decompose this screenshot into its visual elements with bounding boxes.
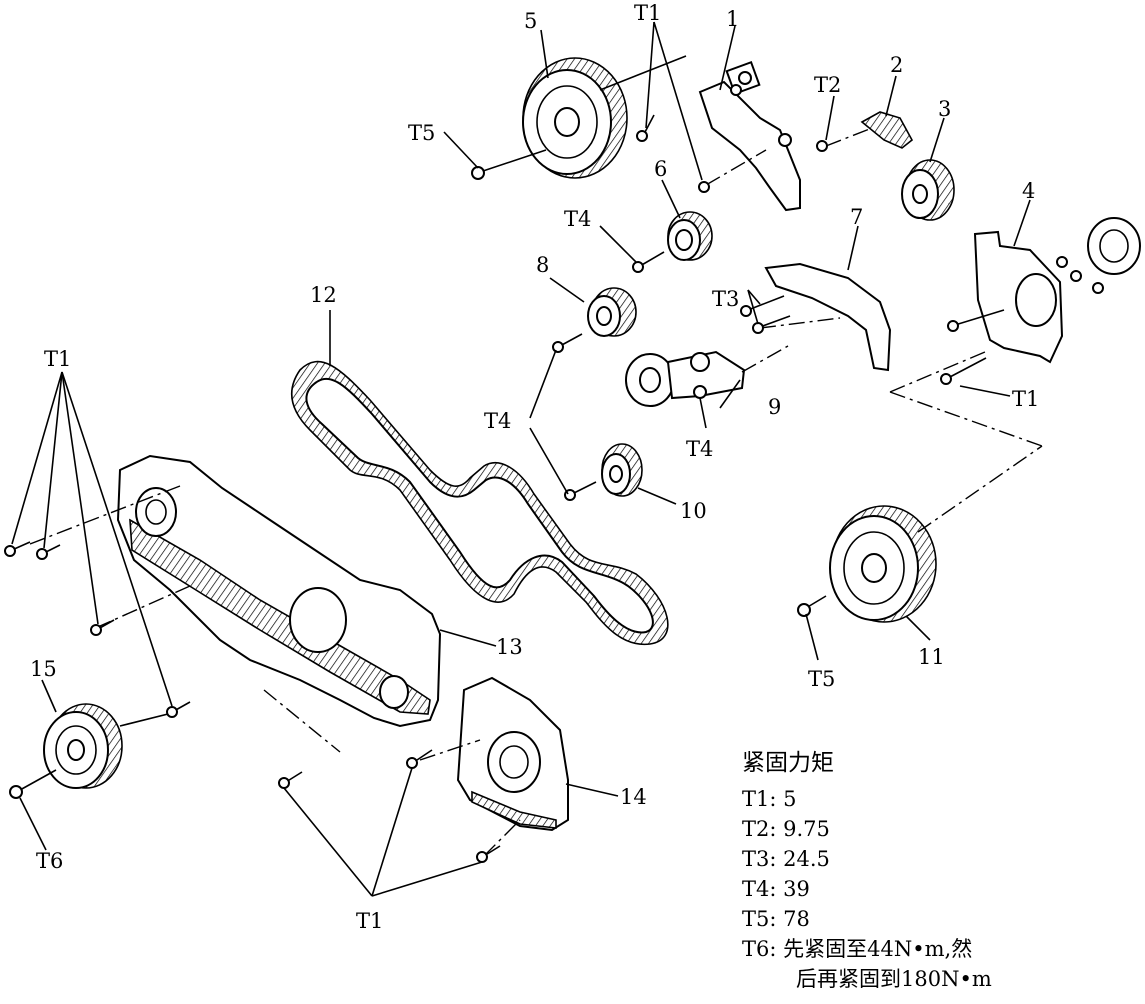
label-part-8: 8 (536, 253, 549, 277)
legend-code: T1: (742, 787, 777, 811)
legend-code: T2: (742, 817, 777, 841)
idler-6 (632, 211, 713, 273)
label-t1-left: T1 (44, 347, 71, 371)
label-t5-top: T5 (408, 121, 435, 145)
legend-value: 先紧固至44N•m,然 (783, 937, 973, 961)
label-part-3: 3 (938, 97, 951, 121)
label-t1-right: T1 (1012, 387, 1039, 411)
label-part-12: 12 (310, 283, 337, 307)
legend-row-t6: T6: 先紧固至44N•m,然 (742, 934, 1142, 964)
lower-cover-14 (406, 676, 569, 863)
gear-10 (564, 443, 643, 501)
label-t6: T6 (36, 849, 63, 873)
leader-lines (11, 21, 1031, 897)
crank-sprocket-11 (797, 351, 1043, 623)
bolt-t1-bracket-b (698, 149, 767, 193)
legend-row-t1: T1: 5 (742, 784, 1142, 814)
label-part-9: 9 (768, 395, 781, 419)
label-t4-upper: T4 (564, 207, 591, 231)
legend-value: 9.75 (783, 817, 830, 841)
legend-code: T5: (742, 907, 777, 931)
legend-value: 39 (783, 877, 810, 901)
timing-belt-12 (291, 360, 669, 646)
legend-row-t4: T4: 39 (742, 874, 1142, 904)
bracket-7 (740, 262, 892, 372)
bolt-t1-bracket-a (636, 114, 655, 142)
housing-4 (940, 217, 1141, 385)
torque-legend: 紧固力矩 T1: 5 T2: 9.75 T3: 24.5 T4: 39 T5: … (742, 748, 1142, 994)
legend-code: T6: (742, 937, 777, 961)
label-t4-right: T4 (686, 437, 713, 461)
legend-value: 5 (783, 787, 797, 811)
label-t1-top: T1 (634, 1, 661, 25)
label-part-5: 5 (524, 9, 537, 33)
cam-sprocket-5 (522, 55, 687, 179)
bolts-t1-left (4, 541, 303, 789)
idler-8 (552, 287, 637, 353)
label-part-2: 2 (890, 53, 903, 77)
legend-row-t5: T5: 78 (742, 904, 1142, 934)
label-part-11: 11 (918, 645, 945, 669)
label-part-14: 14 (620, 785, 647, 809)
label-t5-bottom: T5 (808, 667, 835, 691)
label-part-10: 10 (680, 499, 707, 523)
tensioner-9 (625, 345, 789, 407)
label-t3: T3 (712, 287, 739, 311)
legend-row-t2: T2: 9.75 (742, 814, 1142, 844)
label-part-7: 7 (850, 205, 863, 229)
legend-value: 78 (783, 907, 810, 931)
legend-title: 紧固力矩 (742, 750, 834, 776)
label-t2: T2 (814, 73, 841, 97)
label-part-4: 4 (1022, 179, 1035, 203)
label-part-15: 15 (30, 657, 57, 681)
legend-code: T4: (742, 877, 777, 901)
cover-2 (816, 111, 914, 152)
label-part-13: 13 (496, 635, 523, 659)
legend-row-t6-continuation: 后再紧固到180N•m (796, 967, 992, 991)
label-part-6: 6 (654, 157, 667, 181)
timing-cover-13 (29, 454, 442, 753)
legend-value: 24.5 (783, 847, 830, 871)
legend-row-t3: T3: 24.5 (742, 844, 1142, 874)
crank-pulley-15 (9, 703, 177, 799)
label-t4-middle: T4 (484, 409, 511, 433)
gear-3 (901, 159, 955, 221)
bolt-t5-cam (471, 149, 547, 180)
bracket-1 (698, 60, 801, 212)
label-t1-bottom: T1 (356, 909, 383, 933)
legend-code: T3: (742, 847, 777, 871)
label-part-1: 1 (726, 7, 739, 31)
